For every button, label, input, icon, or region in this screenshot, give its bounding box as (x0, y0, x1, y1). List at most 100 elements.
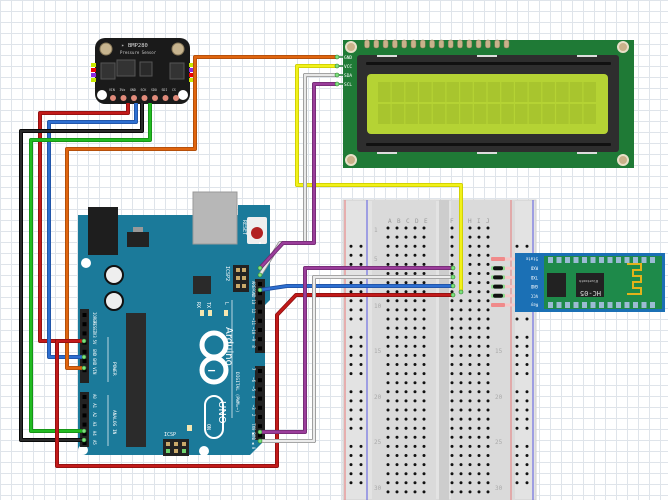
breadboard-hole[interactable] (468, 435, 472, 439)
breadboard-hole[interactable] (422, 481, 426, 485)
rail-hole[interactable] (359, 363, 363, 366)
rail-hole[interactable] (349, 372, 353, 376)
breadboard[interactable]: A B C D E F G H I J 1 5 10 15 20 25 30 1… (342, 199, 537, 500)
breadboard-hole[interactable] (395, 299, 399, 303)
breadboard-hole[interactable] (477, 272, 481, 275)
breadboard-hole[interactable] (422, 454, 426, 457)
breadboard-hole[interactable] (459, 363, 463, 366)
breadboard-hole[interactable] (422, 353, 426, 357)
breadboard-hole[interactable] (404, 235, 408, 239)
rail-hole[interactable] (359, 335, 363, 339)
analog-header-pin[interactable] (82, 404, 87, 409)
breadboard-hole[interactable] (459, 372, 463, 376)
breadboard-hole[interactable] (450, 344, 454, 348)
breadboard-hole[interactable] (486, 454, 490, 457)
breadboard-hole[interactable] (486, 363, 490, 366)
icsp-pin[interactable] (174, 442, 178, 446)
rail-hole[interactable] (349, 444, 353, 448)
breadboard-hole[interactable] (386, 426, 390, 430)
breadboard-hole[interactable] (413, 399, 417, 403)
rail-hole[interactable] (359, 426, 363, 430)
breadboard-hole[interactable] (486, 226, 490, 230)
analog-header-pin[interactable] (82, 413, 87, 418)
breadboard-hole[interactable] (413, 472, 417, 476)
breadboard-hole[interactable] (395, 326, 399, 330)
breadboard-hole[interactable] (413, 344, 417, 348)
breadboard-hole[interactable] (459, 299, 463, 303)
icsp-pin[interactable] (166, 442, 170, 446)
breadboard-hole[interactable] (413, 226, 417, 230)
breadboard-hole[interactable] (413, 299, 417, 303)
breadboard-hole[interactable] (395, 226, 399, 230)
breadboard-hole[interactable] (459, 472, 463, 476)
rail-hole[interactable] (349, 299, 353, 303)
breadboard-hole[interactable] (459, 408, 463, 412)
digital-header-pin[interactable] (258, 300, 262, 305)
digital-header-pin[interactable] (258, 424, 262, 429)
breadboard-hole[interactable] (413, 317, 417, 321)
breadboard-hole[interactable] (468, 262, 472, 266)
breadboard-hole[interactable] (413, 435, 417, 439)
rail-hole[interactable] (359, 472, 363, 476)
breadboard-hole[interactable] (450, 363, 454, 366)
analog-header-pin[interactable] (82, 431, 87, 436)
breadboard-hole[interactable] (450, 390, 454, 394)
breadboard-hole[interactable] (404, 481, 408, 485)
breadboard-hole[interactable] (450, 290, 454, 294)
wire-endpoint[interactable] (450, 283, 456, 289)
breadboard-hole[interactable] (404, 417, 408, 421)
breadboard-hole[interactable] (413, 272, 417, 275)
arduino-uno-board[interactable]: RESET ICSP2 RX TX L − Arduino UNO ON ICS… (78, 191, 270, 456)
breadboard-hole[interactable] (450, 353, 454, 357)
rail-hole[interactable] (515, 454, 519, 457)
breadboard-hole[interactable] (468, 335, 472, 339)
breadboard-hole[interactable] (395, 426, 399, 430)
breadboard-hole[interactable] (459, 435, 463, 439)
breadboard-hole[interactable] (413, 390, 417, 394)
breadboard-hole[interactable] (477, 372, 481, 376)
breadboard-hole[interactable] (486, 308, 490, 312)
breadboard-hole[interactable] (413, 262, 417, 266)
rail-hole[interactable] (349, 317, 353, 321)
breadboard-hole[interactable] (468, 290, 472, 294)
wire-endpoint[interactable] (257, 265, 263, 271)
breadboard-hole[interactable] (477, 290, 481, 294)
breadboard-hole[interactable] (468, 317, 472, 321)
breadboard-hole[interactable] (395, 308, 399, 312)
rail-hole[interactable] (359, 481, 363, 485)
rail-hole[interactable] (349, 262, 353, 266)
breadboard-hole[interactable] (486, 335, 490, 339)
wire-endpoint[interactable] (81, 354, 87, 360)
rail-hole[interactable] (515, 408, 519, 412)
breadboard-hole[interactable] (450, 444, 454, 448)
breadboard-hole[interactable] (468, 417, 472, 421)
breadboard-hole[interactable] (422, 390, 426, 394)
breadboard-hole[interactable] (486, 435, 490, 439)
breadboard-hole[interactable] (413, 363, 417, 366)
breadboard-hole[interactable] (422, 399, 426, 403)
breadboard-hole[interactable] (422, 408, 426, 412)
breadboard-hole[interactable] (486, 353, 490, 357)
digital-header-pin[interactable] (258, 328, 262, 332)
breadboard-hole[interactable] (386, 363, 390, 366)
breadboard-hole[interactable] (450, 472, 454, 476)
rail-hole[interactable] (359, 444, 363, 448)
breadboard-hole[interactable] (477, 262, 481, 266)
breadboard-hole[interactable] (395, 454, 399, 457)
breadboard-hole[interactable] (413, 335, 417, 339)
breadboard-hole[interactable] (386, 226, 390, 230)
breadboard-hole[interactable] (468, 481, 472, 485)
breadboard-hole[interactable] (404, 335, 408, 339)
breadboard-hole[interactable] (404, 381, 408, 385)
wire-endpoint[interactable] (334, 63, 340, 69)
rail-hole[interactable] (349, 463, 353, 467)
wire-endpoint[interactable] (450, 292, 456, 298)
breadboard-hole[interactable] (477, 481, 481, 485)
icsp2-pin[interactable] (242, 284, 246, 288)
breadboard-hole[interactable] (450, 244, 454, 248)
rail-hole[interactable] (349, 426, 353, 430)
breadboard-hole[interactable] (486, 463, 490, 467)
breadboard-hole[interactable] (468, 235, 472, 239)
rail-hole[interactable] (515, 426, 519, 430)
